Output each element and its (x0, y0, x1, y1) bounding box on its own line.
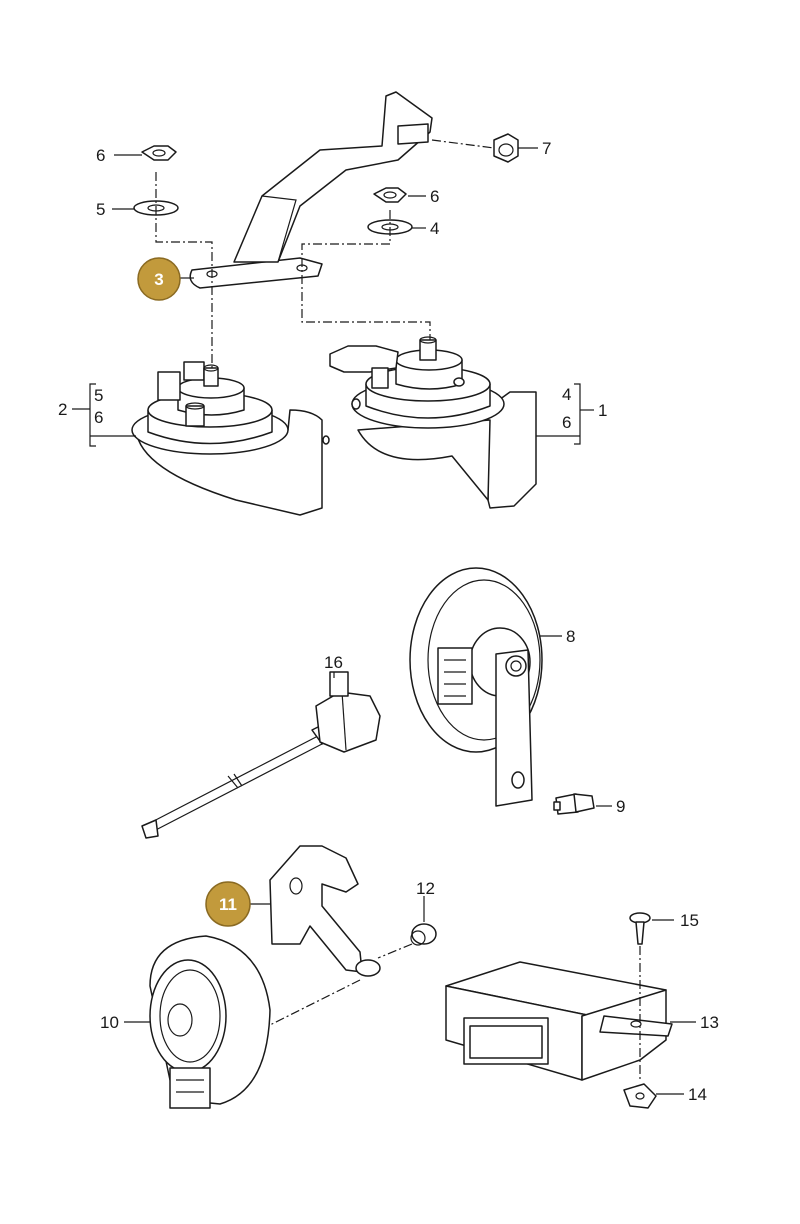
callout-1: 1 (598, 401, 607, 420)
nut-part-6-left (141, 145, 177, 161)
callout-4-top-right: 4 (430, 219, 439, 238)
bracket-part-3 (189, 91, 433, 289)
callout-5-brace-left: 5 (94, 386, 103, 405)
callout-badge-3: 3 (137, 257, 181, 301)
horn-part-8 (409, 567, 543, 807)
callout-10: 10 (100, 1013, 119, 1032)
control-module-part-13 (445, 961, 673, 1081)
brace-left (89, 383, 96, 447)
nut-part-7 (493, 133, 519, 163)
horn-part-10 (149, 935, 271, 1109)
callout-badge-11: 11 (205, 881, 251, 927)
callout-7: 7 (542, 139, 551, 158)
callout-13: 13 (700, 1013, 719, 1032)
callout-6-top-left: 6 (96, 146, 105, 165)
callout-15: 15 (680, 911, 699, 930)
grommet-part-12 (410, 923, 437, 946)
callout-6-top-right: 6 (430, 187, 439, 206)
callout-4-brace-right: 4 (562, 385, 571, 404)
callout-9: 9 (616, 797, 625, 816)
callout-14: 14 (688, 1085, 707, 1104)
harness-part-16 (141, 671, 381, 839)
callout-6-brace-right: 6 (562, 413, 571, 432)
clip-part-14 (623, 1083, 657, 1109)
svg-text:11: 11 (219, 895, 237, 914)
callout-6-brace-left: 6 (94, 408, 103, 427)
callout-12: 12 (416, 879, 435, 898)
horn-part-2 (131, 361, 330, 516)
svg-text:3: 3 (154, 270, 163, 289)
bracket-part-11 (269, 845, 381, 977)
callout-2: 2 (58, 400, 67, 419)
callout-8: 8 (566, 627, 575, 646)
brace-right (574, 383, 581, 445)
bolt-part-9 (553, 793, 595, 815)
screw-part-15 (629, 912, 651, 945)
callout-5-top-left: 5 (96, 200, 105, 219)
horn-part-1 (329, 336, 537, 509)
callout-16: 16 (324, 653, 343, 672)
nut-part-6-right (373, 187, 407, 203)
